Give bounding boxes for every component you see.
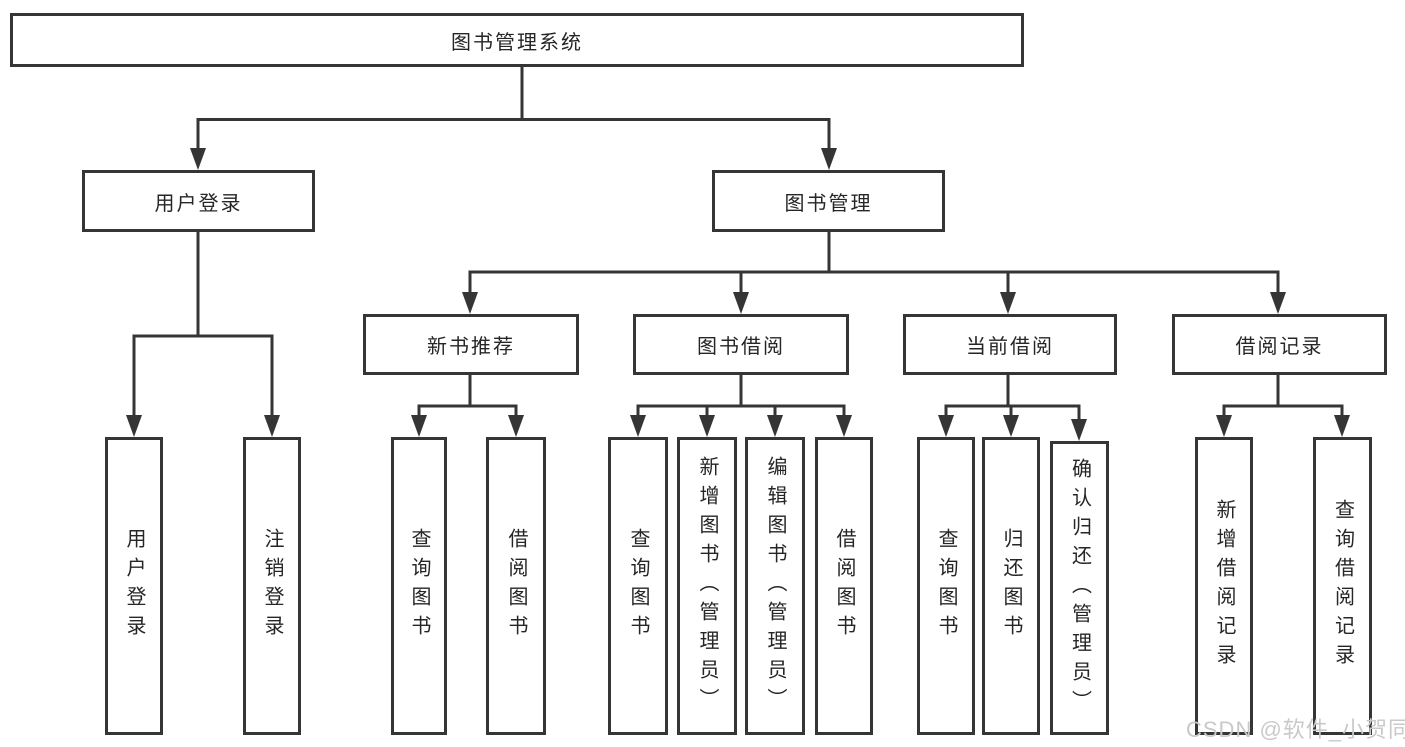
node-user-login: 用户登录 bbox=[82, 170, 315, 232]
leaf-edit-book-admin-label: 编辑图书（管理员） bbox=[764, 455, 786, 717]
leaf-borrow-books-recommend-label: 借阅图书 bbox=[505, 528, 527, 644]
leaf-logout-label: 注销登录 bbox=[261, 528, 283, 644]
node-new-book-recommend: 新书推荐 bbox=[363, 314, 579, 375]
leaf-query-books-borrow-label: 查询图书 bbox=[627, 528, 649, 644]
leaf-return-books: 归还图书 bbox=[982, 437, 1040, 735]
node-root-label: 图书管理系统 bbox=[451, 31, 583, 54]
leaf-query-books-recommend-label: 查询图书 bbox=[408, 528, 430, 644]
leaf-return-books-label: 归还图书 bbox=[1000, 528, 1022, 644]
node-book-borrowing: 图书借阅 bbox=[633, 314, 849, 375]
node-user-login-label: 用户登录 bbox=[154, 192, 243, 215]
leaf-edit-book-admin: 编辑图书（管理员） bbox=[745, 437, 805, 735]
node-borrowing-records: 借阅记录 bbox=[1172, 314, 1387, 375]
leaf-query-books-current: 查询图书 bbox=[917, 437, 975, 735]
node-root: 图书管理系统 bbox=[10, 13, 1024, 67]
node-book-borrowing-label: 图书借阅 bbox=[697, 336, 785, 358]
leaf-query-books-current-label: 查询图书 bbox=[935, 528, 957, 644]
csdn-watermark: CSDN @软件_小贺同学 bbox=[1186, 717, 1405, 742]
node-current-borrowing-label: 当前借阅 bbox=[966, 336, 1054, 358]
node-book-management: 图书管理 bbox=[712, 170, 945, 232]
arrowheads bbox=[126, 148, 1350, 441]
leaf-query-borrow-record: 查询借阅记录 bbox=[1313, 437, 1372, 735]
leaf-query-books-borrow: 查询图书 bbox=[608, 437, 668, 735]
leaf-borrow-books-recommend: 借阅图书 bbox=[486, 437, 546, 735]
node-current-borrowing: 当前借阅 bbox=[903, 314, 1117, 375]
leaf-confirm-return-admin: 确认归还（管理员） bbox=[1050, 441, 1109, 735]
leaf-add-book-admin-label: 新增图书（管理员） bbox=[696, 455, 718, 717]
leaf-add-borrow-record-label: 新增借阅记录 bbox=[1213, 499, 1235, 673]
leaf-add-borrow-record: 新增借阅记录 bbox=[1195, 437, 1253, 735]
leaf-user-login-label: 用户登录 bbox=[123, 528, 145, 644]
leaf-query-borrow-record-label: 查询借阅记录 bbox=[1331, 499, 1354, 673]
leaf-borrow-books-label: 借阅图书 bbox=[833, 528, 855, 644]
leaf-query-books-recommend: 查询图书 bbox=[391, 437, 447, 735]
leaf-logout: 注销登录 bbox=[243, 437, 301, 735]
leaf-add-book-admin: 新增图书（管理员） bbox=[677, 437, 737, 735]
leaf-confirm-return-admin-label: 确认归还（管理员） bbox=[1068, 457, 1091, 719]
node-book-management-label: 图书管理 bbox=[784, 192, 873, 215]
leaf-user-login: 用户登录 bbox=[105, 437, 163, 735]
leaf-borrow-books: 借阅图书 bbox=[815, 437, 873, 735]
node-borrowing-records-label: 借阅记录 bbox=[1235, 336, 1324, 358]
node-new-book-recommend-label: 新书推荐 bbox=[427, 336, 515, 358]
